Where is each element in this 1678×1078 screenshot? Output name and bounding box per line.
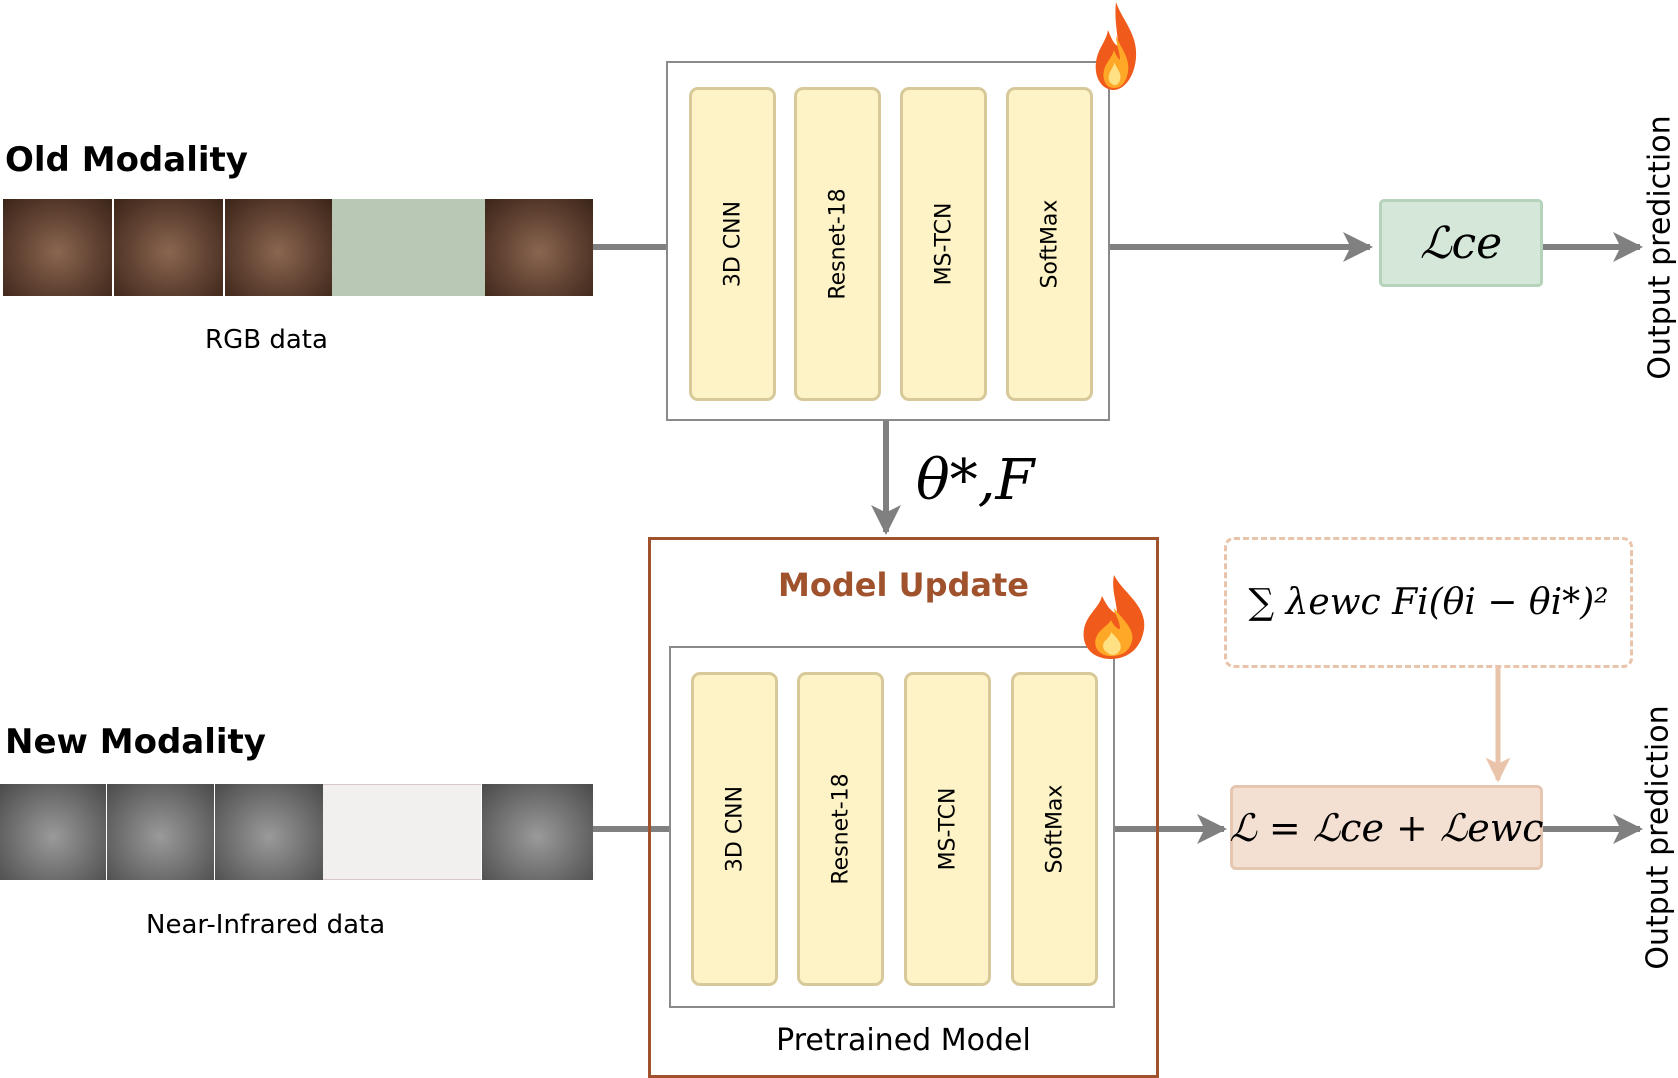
rgb-frame-placeholder <box>332 199 485 296</box>
new-model-frame: 3D CNN Resnet-18 MS-TCN SoftMax <box>669 646 1115 1008</box>
block-softmax: SoftMax <box>1006 87 1093 401</box>
nir-frame <box>482 784 593 880</box>
block-softmax: SoftMax <box>1011 672 1098 986</box>
loss-ce-label: ℒce <box>1419 217 1503 269</box>
output-label-bottom: Output prediction <box>1640 705 1676 970</box>
block-3d-cnn: 3D CNN <box>689 87 776 401</box>
old-model-frame: 3D CNN Resnet-18 MS-TCN SoftMax <box>666 61 1110 421</box>
nir-frame <box>215 784 323 880</box>
flame-icon <box>1095 2 1137 90</box>
old-modality-heading: Old Modality <box>5 140 248 180</box>
nir-frame-placeholder <box>323 784 481 880</box>
rgb-caption: RGB data <box>205 325 328 355</box>
rgb-frame-strip <box>3 199 593 296</box>
transfer-label: θ*,F <box>916 448 1035 513</box>
rgb-frame <box>114 199 223 296</box>
output-label-bottom-wrap: Output prediction <box>1640 680 1676 990</box>
nir-frame <box>107 784 214 880</box>
rgb-frame <box>3 199 112 296</box>
pretrained-model-caption: Pretrained Model <box>776 1023 1031 1058</box>
ewc-term: ∑ λewc Fi(θi − θi*)² <box>1248 582 1609 623</box>
output-label-top: Output prediction <box>1642 115 1678 380</box>
nir-caption: Near-Infrared data <box>146 910 386 940</box>
block-3d-cnn: 3D CNN <box>691 672 778 986</box>
flame-icon <box>1083 575 1145 659</box>
loss-total-label: ℒ = ℒce + ℒewc <box>1229 805 1544 850</box>
loss-total-box: ℒ = ℒce + ℒewc <box>1229 785 1544 870</box>
nir-frame <box>0 784 106 880</box>
block-ms-tcn: MS-TCN <box>904 672 991 986</box>
new-modality-heading: New Modality <box>5 722 266 762</box>
output-label-top-wrap: Output prediction <box>1640 100 1678 395</box>
model-update-title: Model Update <box>778 566 1029 604</box>
model-update-box: Model Update 3D CNN Resnet-18 MS-TCN Sof… <box>648 537 1159 1078</box>
block-resnet-18: Resnet-18 <box>794 87 881 401</box>
ewc-term-box: ∑ λewc Fi(θi − θi*)² <box>1224 537 1633 668</box>
loss-ce-box: ℒce <box>1379 199 1543 287</box>
nir-frame-strip <box>0 784 593 880</box>
block-resnet-18: Resnet-18 <box>797 672 884 986</box>
rgb-frame <box>485 199 593 296</box>
rgb-frame <box>225 199 332 296</box>
block-ms-tcn: MS-TCN <box>900 87 987 401</box>
